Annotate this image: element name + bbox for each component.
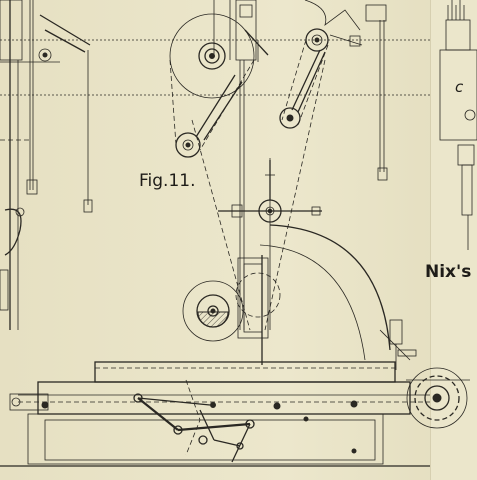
machine-bed bbox=[0, 319, 430, 467]
adjacent-figure bbox=[439, 0, 477, 250]
treadle-linkage bbox=[133, 379, 255, 463]
left-mechanism bbox=[0, 0, 93, 330]
pulley-drive bbox=[0, 0, 430, 181]
figure-label: Fig.11. bbox=[139, 171, 196, 191]
corner-letter: c bbox=[455, 78, 464, 96]
centre-column bbox=[191, 59, 391, 361]
cutter-head bbox=[182, 255, 281, 365]
right-caption: Nix's bbox=[425, 262, 471, 282]
side-flywheel bbox=[406, 367, 470, 429]
